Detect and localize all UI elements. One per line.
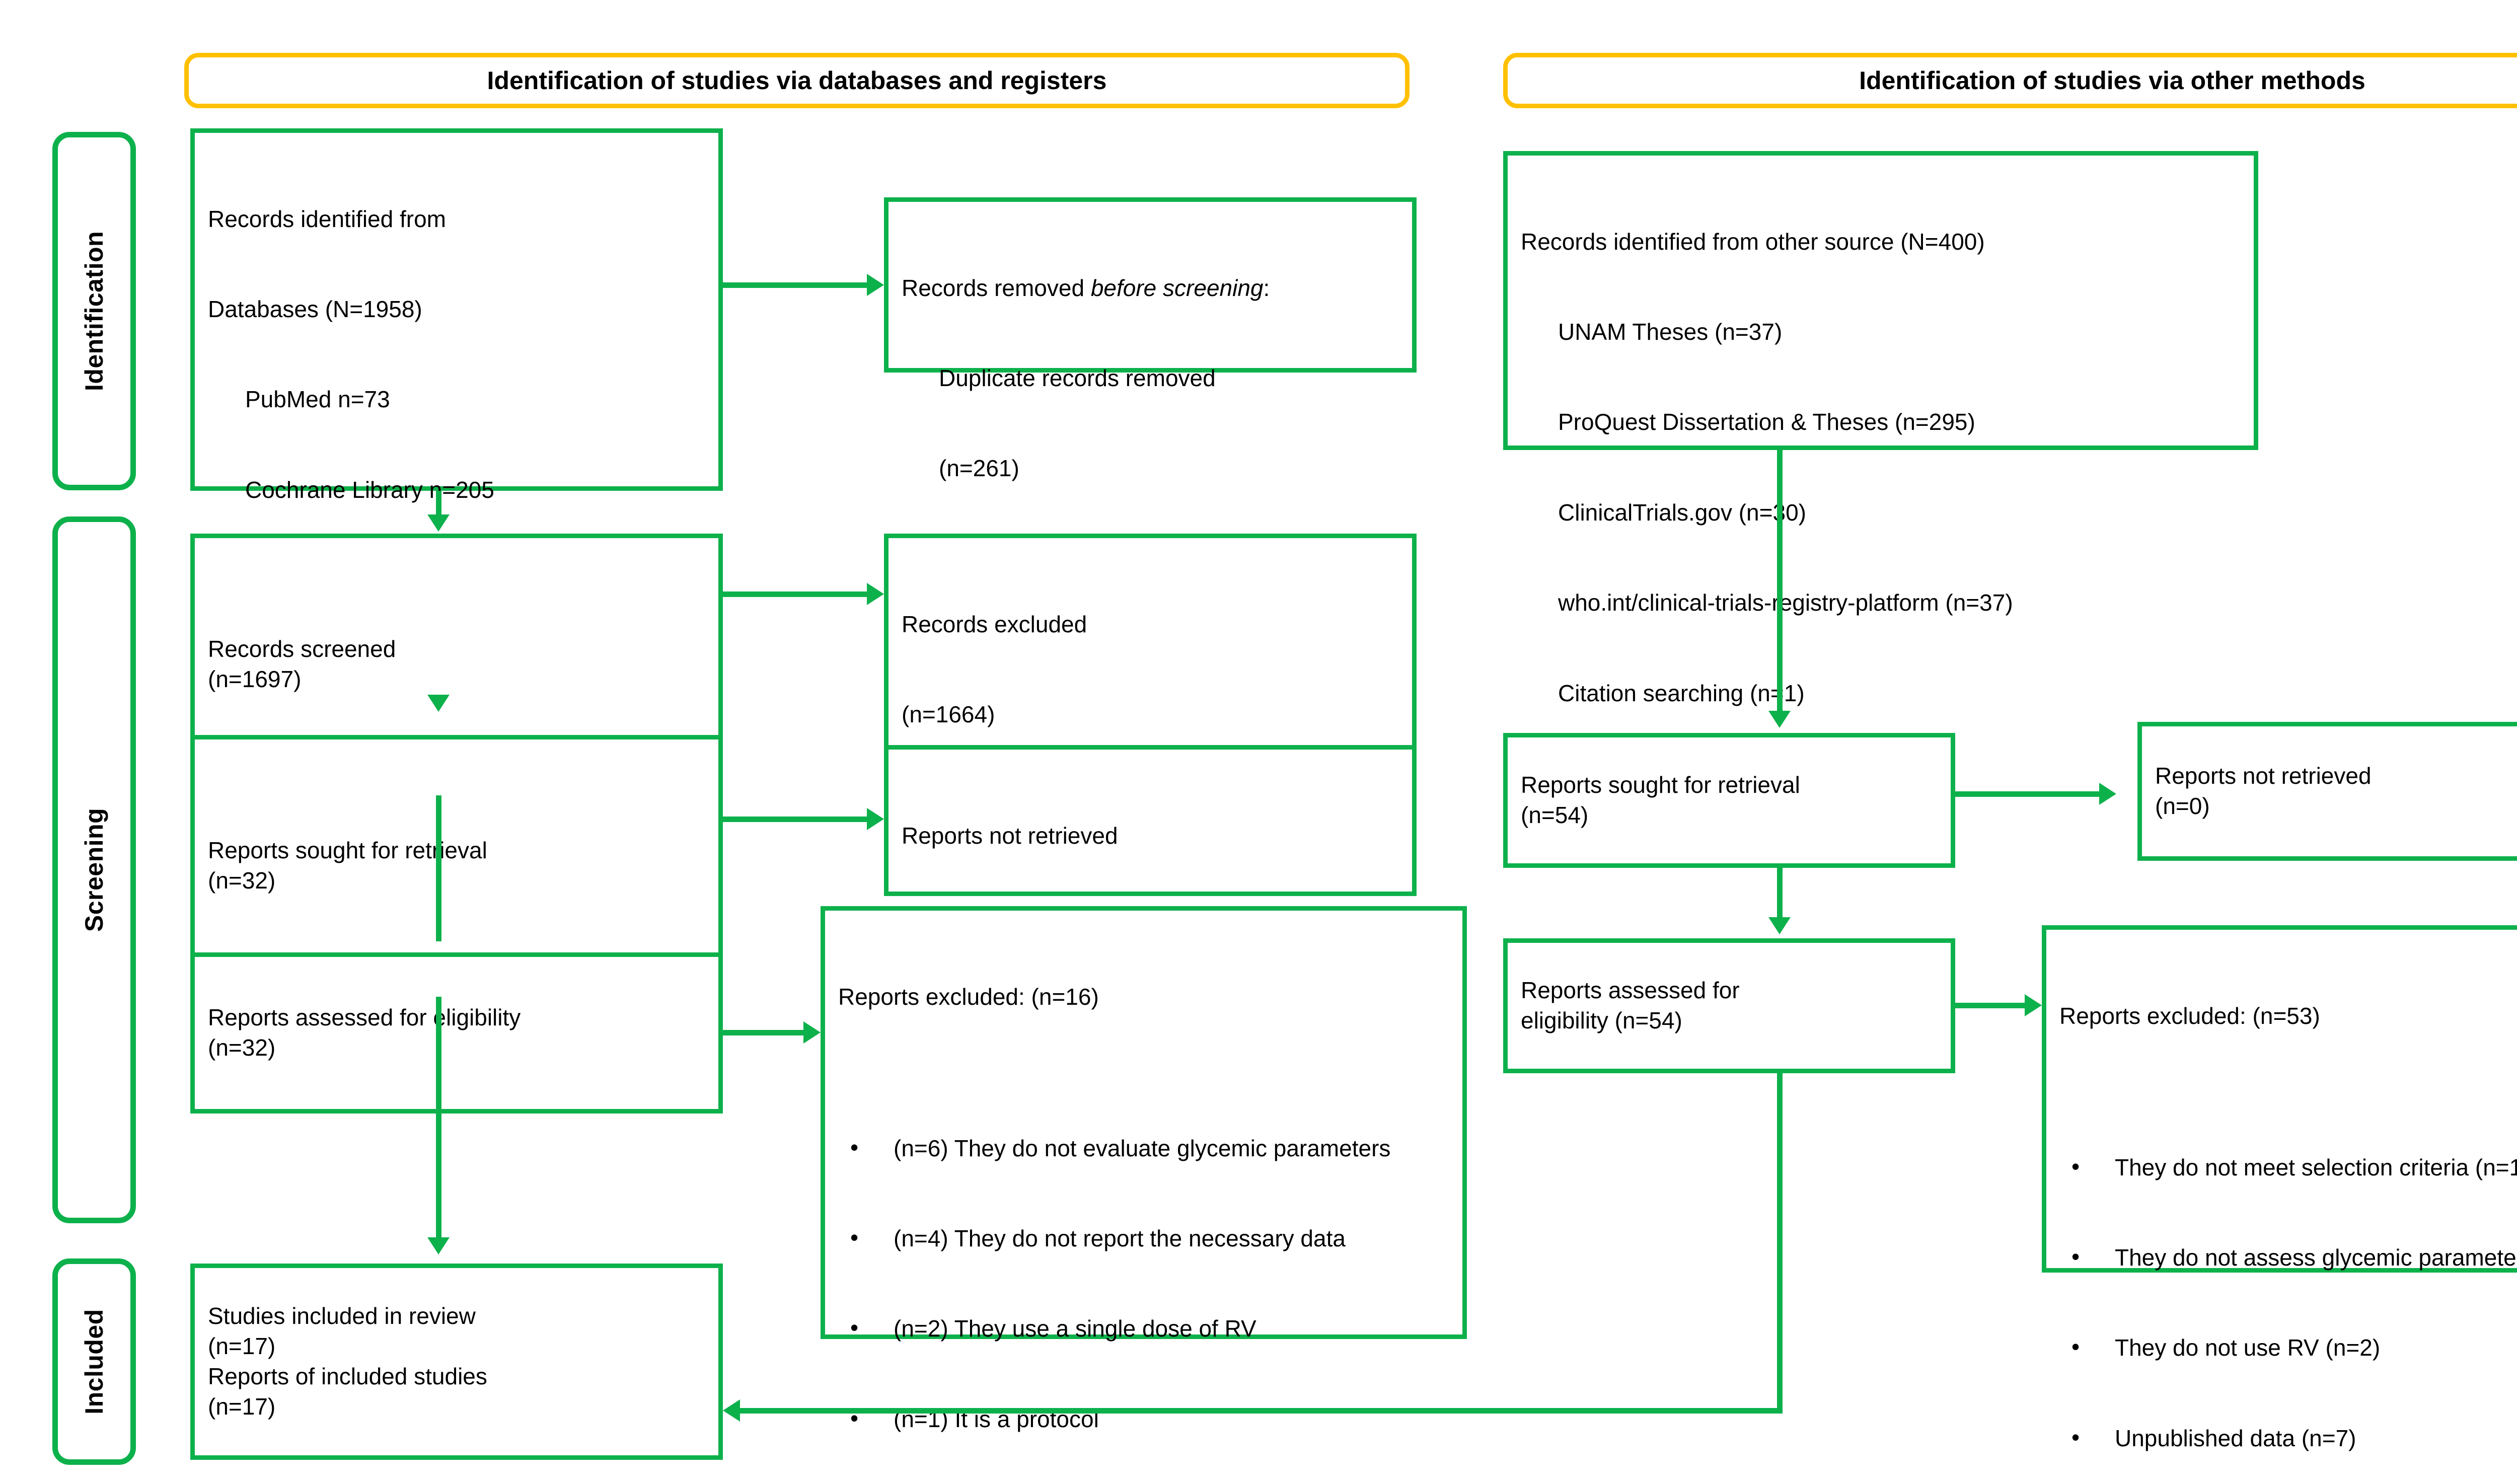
connector-screened-to-sought	[436, 795, 441, 941]
records-removed-italic: before screening	[1090, 274, 1264, 301]
records-excluded-line2: (n=1664)	[902, 701, 995, 727]
box-studies-included: Studies included in review (n=17) Report…	[190, 1264, 723, 1460]
arrowhead-other-to-sought-right	[1768, 711, 1791, 728]
list-item: (n=2) They use a single dose of RV	[838, 1313, 1449, 1344]
source-clinicaltrials-gov: ClinicalTrials.gov (n=30)	[1558, 499, 1806, 526]
connector-assessed-to-included	[436, 1114, 441, 1238]
arrowhead-assessed-to-included	[427, 1237, 450, 1254]
connector-assessed-to-excluded-left	[723, 1030, 803, 1035]
phase-label-included-text: Included	[80, 1309, 109, 1415]
header-databases-registers: Identification of studies via databases …	[184, 53, 1410, 108]
list-item: (n=4) They do not report the necessary d…	[838, 1223, 1449, 1254]
phase-label-identification: Identification	[52, 132, 136, 490]
records-removed-pre: Records removed	[902, 274, 1091, 301]
source-citation-searching: Citation searching (n=1)	[1558, 680, 1805, 706]
records-screened-line1: Records screened	[208, 636, 396, 662]
box-reports-excluded-right: Reports excluded: (n=53) They do not mee…	[2042, 925, 2517, 1452]
records-removed-post: :	[1263, 274, 1270, 301]
box-reports-not-retrieved-left: Reports not retrieved (n=0)	[884, 745, 1417, 939]
box-reports-not-retrieved-right: Reports not retrieved (n=0)	[2137, 722, 2517, 861]
reports-sought-right-line2: (n=54)	[1521, 802, 1589, 828]
records-identified-title-line1: Records identified from	[208, 205, 446, 232]
header-databases-registers-label: Identification of studies via databases …	[487, 66, 1107, 95]
arrowhead-screened-to-excluded	[867, 583, 884, 605]
list-item: They do not assess glycemic parameters (…	[2059, 1242, 2517, 1273]
arrowhead-assessed-to-excluded-left	[803, 1021, 821, 1044]
reports-not-retrieved-right-line1: Reports not retrieved	[2155, 763, 2372, 789]
box-records-removed-before-screening: Records removed before screening: Duplic…	[884, 197, 1417, 481]
phase-label-identification-text: Identification	[80, 231, 109, 392]
phase-label-screening-text: Screening	[80, 807, 108, 932]
header-other-methods: Identification of studies via other meth…	[1503, 53, 2517, 108]
box-reports-sought-retrieval-right: Reports sought for retrieval (n=54)	[1503, 733, 1955, 868]
reports-assessed-left-line2: (n=32)	[208, 1034, 276, 1061]
list-item: They do not use RV (n=2)	[2059, 1332, 2517, 1363]
arrowhead-identified-to-screened	[427, 514, 450, 532]
connector-sought-to-not-retrieved-right	[1955, 791, 2099, 797]
source-unam-theses: UNAM Theses (n=37)	[1558, 318, 1783, 345]
arrowhead-sought-to-assessed-right	[1768, 917, 1791, 934]
connector-screened-to-excluded	[723, 591, 867, 597]
list-item: (n=6) They do not evaluate glycemic para…	[838, 1133, 1449, 1164]
connector-assessed-to-excluded-right	[1955, 1003, 2025, 1008]
arrowhead-assessed-to-excluded-right	[2025, 994, 2042, 1016]
reports-excluded-left-title: Reports excluded: (n=16)	[838, 983, 1099, 1010]
reports-sought-right-line1: Reports sought for retrieval	[1521, 772, 1800, 798]
connector-identified-to-removed	[723, 282, 867, 288]
list-item: Unpublished data (n=7)	[2059, 1423, 2517, 1454]
box-reports-assessed-eligibility-right: Reports assessed for eligibility (n=54)	[1503, 938, 1955, 1073]
reports-not-retrieved-right-line2: (n=0)	[2155, 793, 2210, 819]
list-item: They do not meet selection criteria (n=1…	[2059, 1152, 2517, 1183]
box-records-excluded: Records excluded (n=1664)	[884, 534, 1417, 760]
arrowhead-right-to-included	[723, 1399, 740, 1422]
duplicate-records-removed-line2: (n=261)	[939, 455, 1019, 482]
reports-sought-left-line2: (n=32)	[208, 867, 276, 894]
connector-assessed-right-to-included	[740, 1408, 1783, 1414]
header-other-methods-label: Identification of studies via other meth…	[1859, 66, 2365, 95]
studies-included-line4: (n=17)	[208, 1393, 276, 1420]
box-reports-excluded-left: Reports excluded: (n=16) (n=6) They do n…	[821, 906, 1467, 1433]
records-screened-line2: (n=1697)	[208, 666, 302, 692]
studies-included-line3: Reports of included studies	[208, 1363, 487, 1389]
phase-label-included: Included	[52, 1258, 136, 1465]
connector-assessed-right-down	[1777, 1073, 1783, 1414]
reports-assessed-right-line2: eligibility (n=54)	[1521, 1007, 1682, 1033]
connector-other-to-sought-right	[1777, 450, 1783, 712]
reports-excluded-right-list: They do not meet selection criteria (n=1…	[2059, 1092, 2517, 1484]
arrowhead-sought-to-not-retrieved-right	[2099, 783, 2116, 805]
source-proquest: ProQuest Dissertation & Theses (n=295)	[1558, 409, 1975, 435]
box-records-identified-other: Records identified from other source (N=…	[1503, 151, 2258, 706]
duplicate-records-removed-line1: Duplicate records removed	[939, 364, 1216, 391]
records-identified-other-title: Records identified from other source (N=…	[1521, 228, 1985, 255]
connector-sought-to-assessed-left	[436, 997, 441, 1110]
records-removed-title: Records removed before screening:	[902, 273, 1399, 304]
arrowhead-screened-to-sought-hidden	[427, 695, 450, 712]
arrowhead-sought-to-not-retrieved-left	[867, 808, 884, 830]
connector-sought-to-assessed-right	[1777, 868, 1783, 918]
records-identified-title-line2: Databases (N=1958)	[208, 295, 422, 322]
source-who-ictrp: who.int/clinical-trials-registry-platfor…	[1558, 589, 2013, 616]
reports-excluded-left-list: (n=6) They do not evaluate glycemic para…	[838, 1073, 1449, 1484]
studies-included-line1: Studies included in review	[208, 1303, 476, 1329]
connector-sought-to-not-retrieved-left	[723, 817, 867, 822]
studies-included-line2: (n=17)	[208, 1333, 276, 1360]
arrowhead-identified-to-removed	[867, 274, 884, 296]
source-cochrane: Cochrane Library n=205	[245, 476, 494, 503]
source-pubmed: PubMed n=73	[245, 386, 390, 413]
reports-assessed-right-line1: Reports assessed for	[1521, 977, 1740, 1004]
box-reports-assessed-eligibility-left: Reports assessed for eligibility (n=32)	[190, 952, 723, 1114]
reports-assessed-left-line1: Reports assessed for eligibility	[208, 1004, 521, 1031]
reports-excluded-right-title: Reports excluded: (n=53)	[2059, 1002, 2320, 1029]
connector-identified-to-screened	[436, 491, 441, 516]
reports-not-retrieved-left-line1: Reports not retrieved	[902, 822, 1118, 849]
phase-label-screening: Screening	[52, 516, 136, 1223]
box-records-identified-databases: Records identified from Databases (N=195…	[190, 128, 723, 1045]
records-excluded-line1: Records excluded	[902, 611, 1087, 637]
reports-sought-left-line1: Reports sought for retrieval	[208, 837, 487, 864]
